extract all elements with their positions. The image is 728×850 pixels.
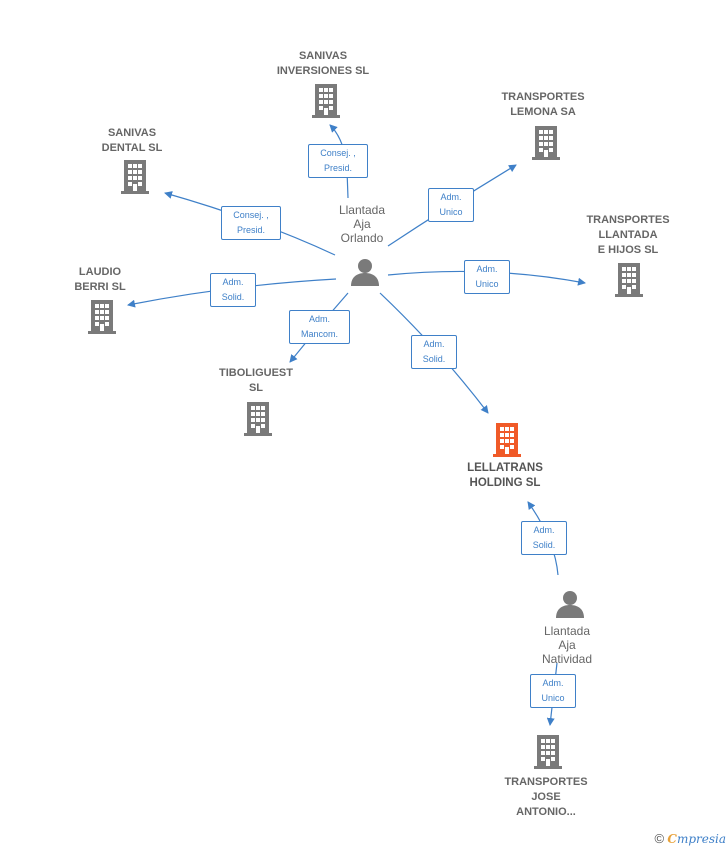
building-icon-highlighted[interactable] <box>493 423 521 457</box>
building-icon[interactable] <box>615 263 643 297</box>
node-label-tiboliguest[interactable]: TIBOLIGUEST SL <box>219 367 293 394</box>
person-label-orlando[interactable]: Llantada Aja Orlando <box>338 203 386 245</box>
building-icon[interactable] <box>532 126 560 160</box>
edge-label-tiboliguest: Adm. Mancom. <box>289 310 350 344</box>
footer-brand: © Cmpresia <box>654 831 726 846</box>
building-icon[interactable] <box>312 84 340 118</box>
building-icon[interactable] <box>534 735 562 769</box>
person-icon[interactable] <box>350 258 380 286</box>
edge-label-sanivas-inversiones: Consej. , Presid. <box>308 144 368 178</box>
brand-logo: Cmpresia <box>667 832 726 846</box>
edge-label-laudio-berri: Adm. Solid. <box>210 273 256 307</box>
building-icon[interactable] <box>244 402 272 436</box>
person-label-natividad[interactable]: Llantada Aja Natividad <box>541 624 593 666</box>
node-label-transportes-lemona[interactable]: TRANSPORTES LEMONA SA <box>501 91 585 118</box>
edge-label-transportes-jose: Adm. Unico <box>530 674 576 708</box>
edge-label-sanivas-dental: Consej. , Presid. <box>221 206 281 240</box>
edge-label-transportes-llantada: Adm. Unico <box>464 260 510 294</box>
node-label-sanivas-inversiones[interactable]: SANIVAS INVERSIONES SL <box>276 50 370 77</box>
edge-label-lellatrans-orlando: Adm. Solid. <box>411 335 457 369</box>
node-label-sanivas-dental[interactable]: SANIVAS DENTAL SL <box>101 127 163 154</box>
copyright-icon: © <box>654 831 665 846</box>
building-icon[interactable] <box>88 300 116 334</box>
node-label-lellatrans[interactable]: LELLATRANS HOLDING SL <box>467 462 543 489</box>
building-icon[interactable] <box>121 160 149 194</box>
edge-label-lellatrans-natividad: Adm. Solid. <box>521 521 567 555</box>
node-label-transportes-jose[interactable]: TRANSPORTES JOSE ANTONIO... <box>504 776 588 818</box>
node-label-transportes-llantada[interactable]: TRANSPORTES LLANTADA E HIJOS SL <box>586 214 670 256</box>
node-label-laudio-berri[interactable]: LAUDIO BERRI SL <box>74 266 126 293</box>
person-icon[interactable] <box>555 590 585 618</box>
edge-label-transportes-lemona: Adm. Unico <box>428 188 474 222</box>
